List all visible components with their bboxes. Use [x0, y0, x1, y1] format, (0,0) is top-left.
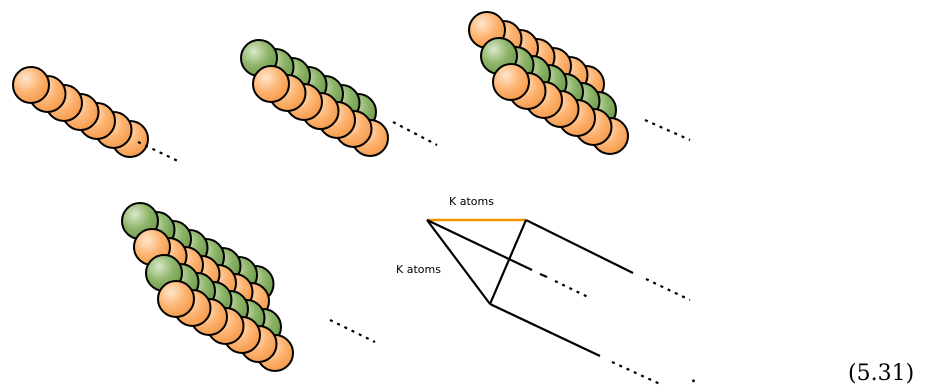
- trailing-dot: .: [690, 363, 697, 388]
- three-row-cluster: [468, 11, 691, 155]
- orange-atom: [12, 66, 50, 104]
- top-rail: [525, 219, 634, 274]
- back-edge: [488, 219, 528, 305]
- continuation-dots: [644, 118, 691, 142]
- inner-diagonal: [426, 219, 533, 271]
- equation-number: (5.31): [848, 361, 914, 386]
- four-row-cluster: [121, 202, 376, 372]
- orange-atom: [157, 280, 195, 318]
- k-atoms-side-label: K atoms: [396, 263, 441, 276]
- k-atoms-top-label: K atoms: [449, 195, 494, 208]
- two-row-cluster: [240, 39, 438, 157]
- orange-atom: [492, 63, 530, 101]
- middle-rail-dots: [554, 280, 591, 299]
- single-row-cluster: [12, 66, 181, 163]
- top-rail-dots: [645, 278, 691, 301]
- front-edge: [426, 219, 491, 305]
- bottom-rail: [489, 303, 601, 357]
- continuation-dots: [329, 319, 376, 343]
- continuation-dots: [392, 121, 438, 146]
- orange-atom: [252, 65, 290, 103]
- middle-rail: [539, 272, 548, 279]
- schematic-prism: K atoms K atoms: [396, 195, 691, 385]
- bottom-rail-dots: [611, 361, 661, 385]
